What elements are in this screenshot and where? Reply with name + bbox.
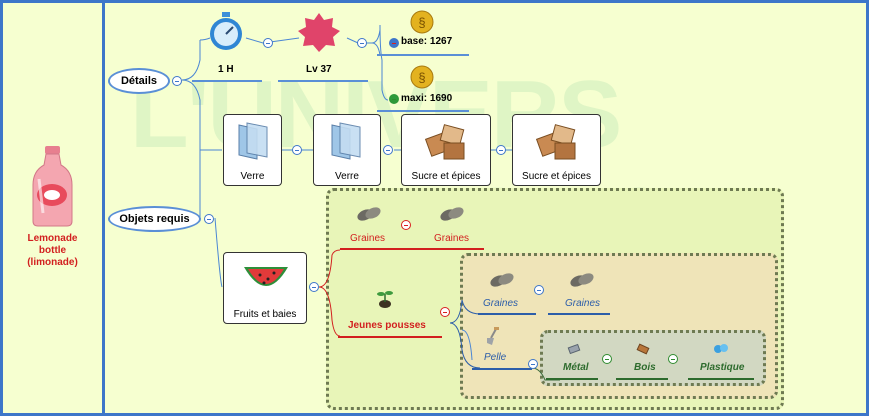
pelle-underline [472,368,532,370]
pelle-label: Pelle [484,352,507,363]
graines-inner-2-label: Graines [565,298,601,309]
watermelon-icon [244,267,288,286]
graines-inner-1-label: Graines [483,298,519,309]
item-label: Fruits et baies [233,309,297,320]
details-collapse-toggle[interactable] [172,76,182,86]
graines-inner-toggle[interactable] [534,285,544,295]
pelle-materials-box [540,330,766,386]
coin-icon-max: § [410,65,434,89]
jeunes-pousses-underline [338,336,442,338]
details-time: 1 H [218,64,234,75]
required-items-node[interactable]: Objets requis [108,206,201,232]
price-max-underline [377,110,469,112]
verre-1-toggle[interactable] [292,145,302,155]
price-max: maxi: 1690 [401,93,453,104]
graines-top-2-underline [422,248,484,250]
item-card-verre-2[interactable]: Verre [313,114,381,186]
plastic-underline [688,378,754,380]
level-price-toggle[interactable] [357,38,367,48]
seed-icon [490,273,514,287]
details-level: Lv 37 [306,64,332,75]
graines-inner-2-underline [548,313,610,315]
material-metal-label: Métal [563,362,589,373]
wood-icon [636,343,650,355]
shovel-icon [487,327,499,345]
sugar-spice-icon [424,124,465,160]
pelle-toggle[interactable] [528,359,538,369]
item-card-fruits[interactable]: Fruits et baies [223,252,307,324]
level-badge-icon [298,13,340,52]
price-base: base: 1267 [401,36,453,47]
seed-icon [570,273,594,287]
item-label: Verre [335,171,359,182]
item-label: Sucre et épices [522,171,591,182]
graines-top-toggle[interactable] [401,220,411,230]
level-underline [278,80,368,82]
metal-icon [567,343,581,355]
time-level-toggle[interactable] [263,38,273,48]
sprout-icon [377,291,393,308]
graines-top-1-label: Graines [350,233,386,244]
sucre-1-toggle[interactable] [496,145,506,155]
metal-toggle[interactable] [602,354,612,364]
graines-top-2-label: Graines [434,233,470,244]
lemonade-bottle-icon [32,146,73,227]
item-label: Sucre et épices [411,171,481,182]
item-card-verre-1[interactable]: Verre [223,114,282,186]
material-plastic-label: Plastique [700,362,745,373]
price-base-underline [377,54,469,56]
jeunes-pousses-label: Jeunes pousses [348,320,426,331]
jeunes-pousses-toggle[interactable] [440,307,450,317]
item-label: Verre [240,171,265,182]
svg-text:§: § [418,70,425,85]
item-card-sucre-1[interactable]: Sucre et épices [401,114,491,186]
item-card-sucre-2[interactable]: Sucre et épices [512,114,601,186]
required-collapse-toggle[interactable] [204,214,214,224]
material-wood-label: Bois [634,362,656,373]
fruits-toggle[interactable] [309,282,319,292]
glass-icon [331,122,361,160]
product-panel: Lemonade bottle (limonade) [3,3,105,413]
verre-2-toggle[interactable] [383,145,393,155]
price-base-minus-icon[interactable] [389,38,399,48]
coin-icon-base: § [410,10,434,34]
seed-icon [440,207,464,221]
stopwatch-icon [210,12,242,50]
seed-icon [357,207,381,221]
price-max-plus-icon[interactable] [389,94,399,104]
wood-underline [616,378,668,380]
product-name: Lemonade bottle (limonade) [27,233,78,268]
graines-top-1-underline [340,248,422,250]
sugar-spice-icon [535,124,576,160]
glass-icon [238,122,268,160]
plastic-icon [714,344,728,353]
time-underline [192,80,262,82]
details-node[interactable]: Détails [108,68,170,94]
graines-inner-1-underline [478,313,536,315]
wood-toggle[interactable] [668,354,678,364]
metal-underline [546,378,598,380]
svg-text:§: § [418,15,425,30]
